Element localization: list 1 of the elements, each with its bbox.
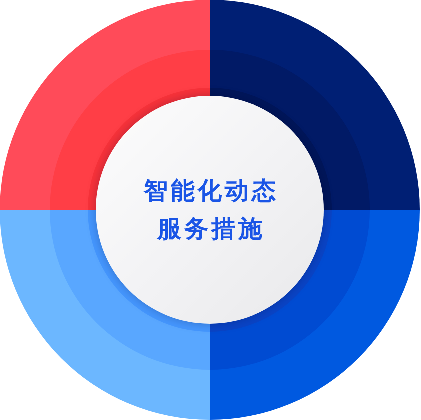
center-title: 智能化动态服务措施	[142, 176, 280, 245]
